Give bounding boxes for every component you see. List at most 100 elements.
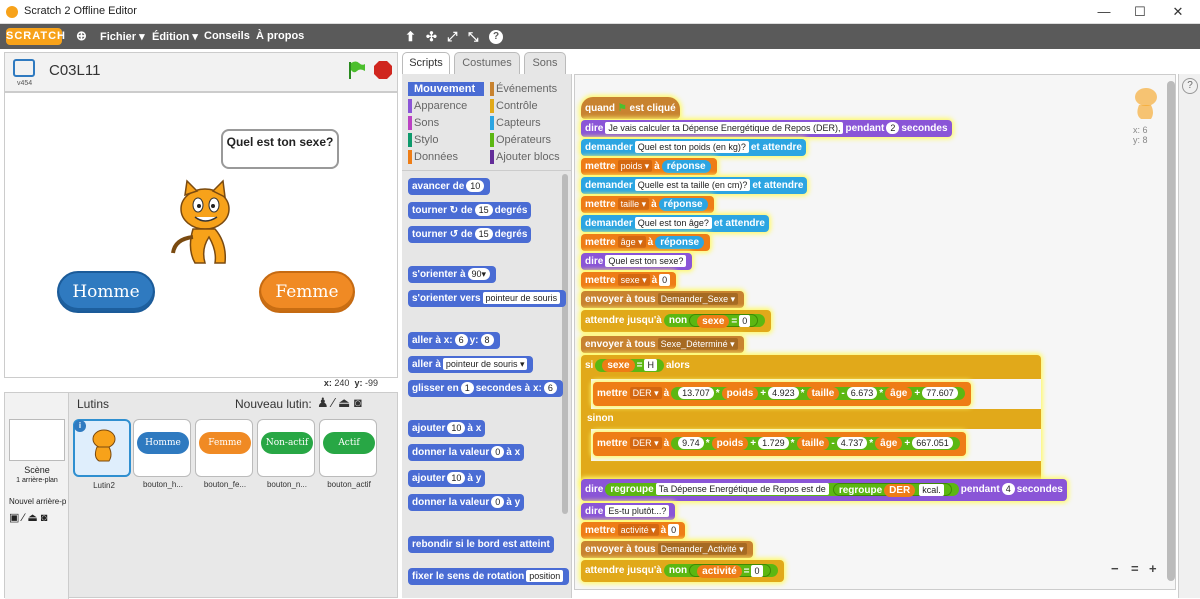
sprite-thumb-bouton-femme[interactable]: Femme bouton_fe...	[195, 419, 253, 489]
category-apparence[interactable]: Apparence	[408, 99, 484, 113]
stage[interactable]: Quel est ton sexe? Homme Femme	[4, 92, 398, 378]
block-input[interactable]: 0	[659, 274, 671, 287]
block-input[interactable]: Je vais calculer ta Dépense Energétique …	[605, 122, 844, 135]
block-input[interactable]: 0	[751, 565, 763, 578]
block-reporter[interactable]: sexe	[697, 314, 730, 328]
category-donnees[interactable]: Données	[408, 150, 484, 164]
block-input[interactable]: 9.74	[678, 437, 704, 450]
block-input[interactable]: 4	[1001, 483, 1015, 496]
block-reporter[interactable]: poids	[721, 386, 759, 400]
close-button[interactable]: ✕	[1172, 4, 1184, 19]
category-sons[interactable]: Sons	[408, 116, 484, 130]
block-reporter[interactable]: réponse	[655, 235, 705, 249]
block-dropdown[interactable]: Sexe_Déterminé ▾	[657, 338, 738, 351]
block-operator-equals[interactable]: activité=0	[689, 563, 771, 578]
block-input[interactable]: 2	[886, 122, 900, 135]
help-icon[interactable]: ?	[1182, 78, 1198, 94]
block-reporter[interactable]: taille	[806, 386, 840, 400]
help-icon[interactable]: ?	[489, 30, 503, 44]
zoom-reset-icon[interactable]: =	[1131, 561, 1139, 576]
grow-icon[interactable]: ⤢	[447, 29, 458, 44]
block-when-flag-clicked[interactable]: quand ⚑ est cliqué	[581, 97, 680, 119]
block-input[interactable]: Quel est ton poids (en kg)?	[634, 141, 749, 154]
block-dropdown[interactable]: âge ▾	[617, 236, 646, 249]
maximize-button[interactable]: ☐	[1134, 4, 1146, 19]
block-input[interactable]: 8	[480, 334, 494, 347]
sprite-thumb-bouton-nonactif[interactable]: Non-actif bouton_n...	[257, 419, 315, 489]
block-input[interactable]: 15	[474, 228, 493, 241]
femme-button[interactable]: Femme	[259, 271, 355, 313]
globe-icon[interactable]: ⊕	[76, 28, 87, 43]
block-input[interactable]: Quelle est ta taille (en cm)?	[634, 179, 751, 192]
tab-scripts[interactable]: Scripts	[402, 52, 450, 74]
block-input[interactable]: 0	[491, 496, 505, 509]
block-input[interactable]: Quel est ton sexe?	[605, 255, 687, 268]
block-dropdown[interactable]: Demander_Activité ▾	[657, 543, 747, 556]
block-reporter[interactable]: âge	[885, 386, 913, 400]
info-icon[interactable]: i	[74, 420, 86, 432]
zoom-in-icon[interactable]: +	[1149, 561, 1157, 576]
block-input[interactable]: Quel est ton âge?	[634, 217, 712, 230]
block-formula[interactable]: 13.707*poids+4.923*taille-6.673*âge+77.6…	[671, 386, 965, 400]
block-input[interactable]: 10	[447, 472, 466, 485]
block-input[interactable]: kcal.	[919, 484, 944, 497]
block-input[interactable]: Es-tu plutôt...?	[605, 505, 670, 518]
category-operateurs[interactable]: Opérateurs	[490, 133, 570, 147]
block-input[interactable]: 10	[466, 180, 485, 193]
block-dropdown[interactable]: taille ▾	[617, 198, 650, 211]
block-input[interactable]: 10	[447, 422, 466, 435]
block-input[interactable]: Ta Dépense Energétique de Repos est de	[655, 483, 829, 496]
block-input[interactable]: 0	[739, 315, 751, 328]
block-input[interactable]: 667.051	[912, 437, 953, 450]
block-input[interactable]: 0	[668, 524, 680, 537]
block-reporter[interactable]: réponse	[658, 197, 708, 211]
block-dropdown[interactable]: poids ▾	[617, 160, 653, 173]
block-dropdown[interactable]: DER ▾	[629, 437, 662, 450]
category-controle[interactable]: Contrôle	[490, 99, 570, 113]
green-flag-icon[interactable]	[345, 60, 367, 80]
block-dropdown[interactable]: sexe ▾	[617, 274, 650, 287]
block-input[interactable]: position	[526, 570, 564, 583]
block-input[interactable]: 15	[474, 204, 493, 217]
scene-thumbnail[interactable]	[9, 419, 65, 461]
block-dropdown[interactable]: DER ▾	[629, 387, 662, 400]
palette-scrollbar[interactable]	[562, 174, 568, 514]
fullscreen-icon[interactable]	[13, 59, 35, 77]
block-rebondir[interactable]: rebondir si le bord est atteint	[408, 536, 554, 553]
menu-fichier[interactable]: Fichier ▾	[100, 31, 145, 43]
sprite-thumb-lutin2[interactable]: i Lutin2	[73, 419, 131, 490]
tab-sons[interactable]: Sons	[524, 52, 566, 74]
block-input[interactable]: pointeur de souris	[482, 292, 561, 305]
block-reporter[interactable]: activité	[697, 564, 742, 578]
sprite-thumb-bouton-homme[interactable]: Homme bouton_h...	[133, 419, 191, 489]
backdrop-tools-icon[interactable]: ▣ ∕ ⏏ ◙	[9, 512, 48, 524]
category-stylo[interactable]: Stylo	[408, 133, 484, 147]
block-operator-equals[interactable]: sexe=0	[689, 313, 759, 328]
